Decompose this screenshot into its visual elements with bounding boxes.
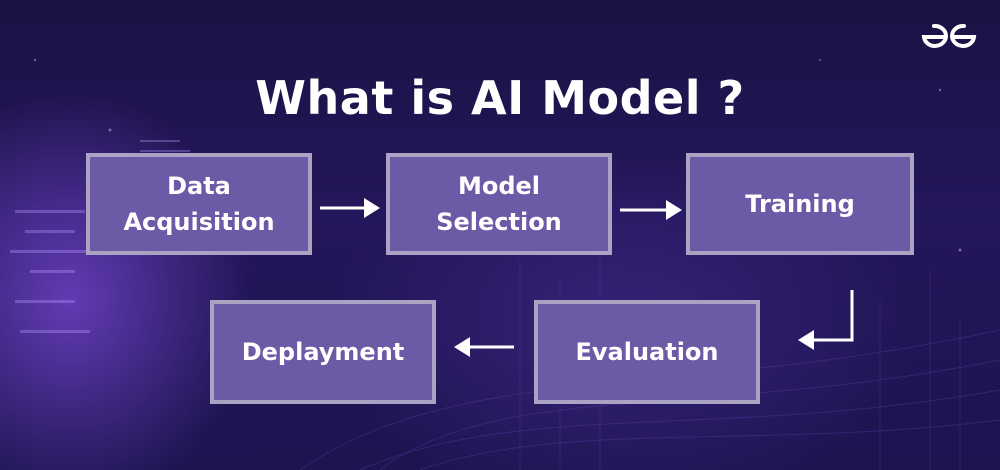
step-label: Data Acquisition (123, 172, 275, 236)
arrow-left-icon (454, 337, 514, 357)
step-label: Model Selection (436, 172, 562, 236)
step-training: Training (686, 153, 914, 255)
arrow-corner-down-left-icon (798, 290, 854, 350)
step-data-acquisition: Data Acquisition (86, 153, 312, 255)
geeksforgeeks-logo-icon (921, 23, 977, 48)
step-label: Deplayment (241, 338, 405, 366)
step-evaluation: Evaluation (534, 300, 760, 404)
step-label: Training (745, 190, 855, 218)
step-label: Evaluation (575, 338, 719, 366)
arrow-right-icon (620, 200, 682, 220)
arrow-right-icon (320, 198, 380, 218)
step-model-selection: Model Selection (386, 153, 612, 255)
diagram-title: What is AI Model ? (255, 70, 745, 125)
step-deployment: Deplayment (210, 300, 436, 404)
